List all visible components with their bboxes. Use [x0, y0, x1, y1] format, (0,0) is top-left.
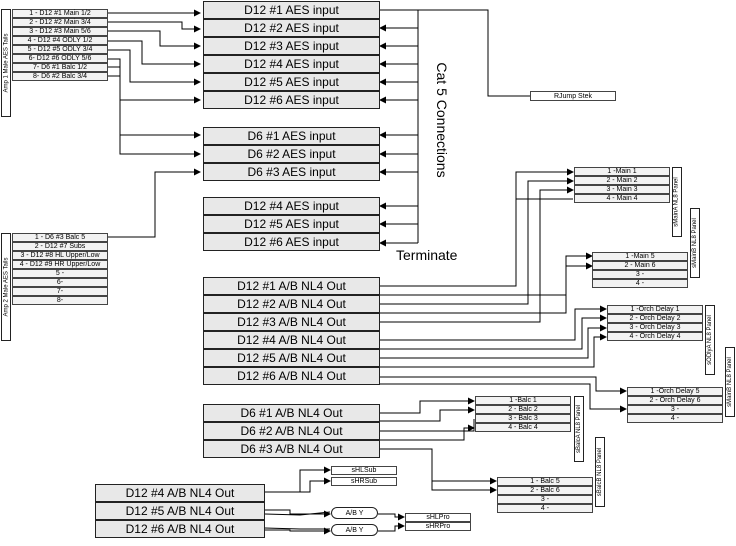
nl4-out-lower-d12-6: D12 #6 A/B NL4 Out: [95, 520, 265, 538]
aes-input-d12-5: D12 #5 AES input: [203, 73, 380, 91]
shrsub-box: sHRSub: [331, 477, 397, 486]
nl4-out-lower-d12-5: D12 #5 A/B NL4 Out: [95, 502, 265, 520]
aes-input-d6-1: D6 #1 AES input: [203, 127, 380, 145]
sodlya-item-1: 1 -Orch Delay 1: [607, 305, 703, 314]
aes-input-d12-6: D12 #6 AES input: [203, 91, 380, 109]
amp2-tail-5: 5 -: [12, 269, 108, 278]
terminate-label: Terminate: [396, 247, 458, 263]
amp2-tail-1: 1 - D6 #3 Balc 5: [12, 233, 108, 242]
smaina-item-1: 1 -Main 1: [574, 167, 670, 176]
smainb-item-2: 2 - Main 6: [592, 261, 688, 270]
aes-input-d12-4b: D12 #4 AES input: [203, 197, 380, 215]
amp1-tail-7: 7- D6 #1 Balc 1/2: [12, 63, 108, 72]
nl4-out-d12-5: D12 #5 A/B NL4 Out: [203, 349, 380, 367]
ab-y-splitter-1: A/B Y: [331, 507, 378, 519]
nl4-out-d6-2: D6 #2 A/B NL4 Out: [203, 422, 380, 440]
sbalca-item-3: 3 - Balc 3: [475, 414, 571, 423]
smainb2-item-3: 3 -: [627, 405, 723, 414]
sbalcb-item-4: 4 -: [497, 504, 593, 513]
nl4-out-d12-4: D12 #4 A/B NL4 Out: [203, 331, 380, 349]
shrpro-box: sHRPro: [405, 522, 471, 531]
sbalca-item-2: 2 - Balc 2: [475, 405, 571, 414]
sbalca-item-1: 1 -Balc 1: [475, 396, 571, 405]
sbalca-title: sBalcA NL8 Panel: [574, 396, 584, 462]
amp1-tail-1: 1 - D12 #1 Main 1/2: [12, 9, 108, 18]
aes-input-d12-4: D12 #4 AES input: [203, 55, 380, 73]
sbalcb-item-1: 1 - Balc 5: [497, 477, 593, 486]
aes-input-d12-1: D12 #1 AES input: [203, 1, 380, 19]
sbalcb-item-2: 2 - Balc 6: [497, 486, 593, 495]
nl4-out-d12-1: D12 #1 A/B NL4 Out: [203, 277, 380, 295]
smaina-item-4: 4 - Main 4: [574, 194, 670, 203]
amp1-tail-5: 5 - D12 #5 ODLY 3/4: [12, 45, 108, 54]
nl4-out-d12-2: D12 #2 A/B NL4 Out: [203, 295, 380, 313]
rjump-stek-box: RJump Stek: [530, 91, 616, 101]
nl4-out-d6-1: D6 #1 A/B NL4 Out: [203, 404, 380, 422]
smaina-item-3: 3 - Main 3: [574, 185, 670, 194]
amp1-tail-4: 4 - D12 #4 ODLY 1/2: [12, 36, 108, 45]
aes-input-d12-6b: D12 #6 AES input: [203, 233, 380, 251]
aes-input-d12-5b: D12 #5 AES input: [203, 215, 380, 233]
amp2-tail-8: 8-: [12, 296, 108, 305]
smainb-item-3: 3 -: [592, 270, 688, 279]
smainb2-title: sMainB NL8 Panel: [725, 347, 735, 417]
cat5-connections-label: Cat 5 Connections: [434, 62, 450, 178]
nl4-out-d12-3: D12 #3 A/B NL4 Out: [203, 313, 380, 331]
sbalcb-item-3: 3 -: [497, 495, 593, 504]
ab-y-splitter-2: A/B Y: [331, 524, 378, 536]
smaina-title: sMainA NL8 Panel: [672, 167, 682, 237]
sodlya-item-3: 3 - Orch Delay 3: [607, 323, 703, 332]
amp2-tail-4: 4 - D12 #9 HR Upper/Low: [12, 260, 108, 269]
shlpro-box: sHLPro: [405, 513, 471, 522]
smainb2-item-4: 4 -: [627, 414, 723, 423]
amp1-title-label: Amp 1 Male AES Tails: [1, 9, 11, 117]
amp1-tail-2: 2 - D12 #2 Main 3/4: [12, 18, 108, 27]
smainb2-item-2: 2 - Orch Delay 6: [627, 396, 723, 405]
amp2-tail-2: 2 - D12 #7 Subs: [12, 242, 108, 251]
aes-input-d6-2: D6 #2 AES input: [203, 145, 380, 163]
shlsub-box: sHLSub: [331, 466, 397, 475]
nl4-out-lower-d12-4: D12 #4 A/B NL4 Out: [95, 484, 265, 502]
sodlya-item-2: 2 - Orch Delay 2: [607, 314, 703, 323]
amp2-tail-3: 3 - D12 #8 HL Upper/Low: [12, 251, 108, 260]
aes-input-d12-3: D12 #3 AES input: [203, 37, 380, 55]
smainb-title: sMainB NL8 Panel: [690, 208, 700, 278]
smainb2-item-1: 1 -Orch Delay 5: [627, 387, 723, 396]
aes-input-d12-2: D12 #2 AES input: [203, 19, 380, 37]
amp2-title-label: Amp 2 Male AES Tails: [1, 233, 11, 341]
sodlya-item-4: 4 - Orch Delay 4: [607, 332, 703, 341]
smainb-item-4: 4 -: [592, 279, 688, 288]
amp1-tail-8: 8- D6 #2 Balc 3/4: [12, 72, 108, 81]
amp2-tail-6: 6-: [12, 278, 108, 287]
amp1-tail-3: 3 - D12 #3 Main 5/6: [12, 27, 108, 36]
smaina-item-2: 2 - Main 2: [574, 176, 670, 185]
sbalcb-title: sBalcB NL8 Panel: [595, 437, 605, 507]
nl4-out-d6-3: D6 #3 A/B NL4 Out: [203, 440, 380, 458]
sbalca-item-4: 4 - Balc 4: [475, 423, 571, 432]
sodlya-title: sODlyA NL8 Panel: [705, 305, 715, 375]
aes-input-d6-3: D6 #3 AES input: [203, 163, 380, 181]
amp2-tail-7: 7-: [12, 287, 108, 296]
nl4-out-d12-6: D12 #6 A/B NL4 Out: [203, 367, 380, 385]
amp1-tail-6: 6- D12 #6 ODLY 5/6: [12, 54, 108, 63]
smainb-item-1: 1 -Main 5: [592, 252, 688, 261]
